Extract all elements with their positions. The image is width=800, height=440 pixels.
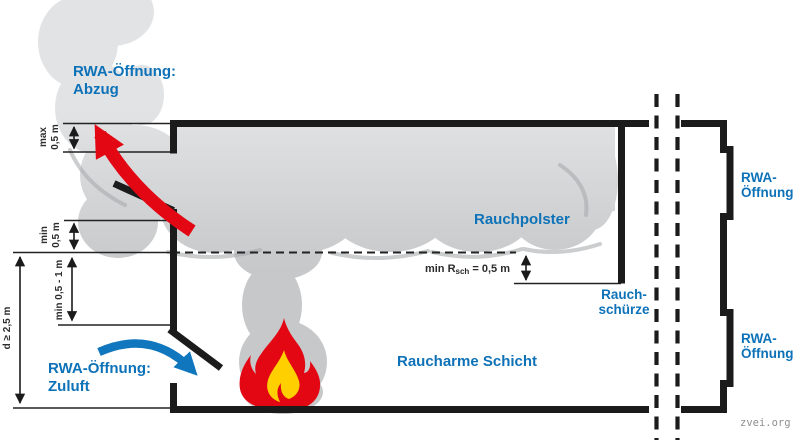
inlet-opening-label-line2: Zuluft [48,378,90,395]
dim-min-value: 0,5 m [51,222,62,248]
section-break-lines [654,94,680,440]
exhaust-opening-label-line2: Abzug [73,81,119,98]
rwa-opening-top-line2: Öffnung [741,185,794,200]
inlet-flap [167,326,224,371]
dim-min-word: min [39,226,50,244]
smoke-curtain-label-line1: Rauch- [601,287,647,302]
watermark-text: zvei.org [740,417,791,429]
rwa-opening-bottom-line1: RWA- [741,331,777,346]
inlet-opening-label-line1: RWA-Öffnung: [48,360,152,377]
dim-rsch-prefix: min R [424,263,456,275]
smoke-layer-label: Rauchpolster [474,211,570,228]
floor-left [170,383,649,413]
inlet-arrow [97,339,198,376]
dim-rsch-subscript: sch [455,267,470,276]
exhaust-arrow [94,124,196,237]
dim-room-height: d ≥ 2,5 m [2,306,13,350]
roof-right-wall-floor [681,120,734,413]
rwa-opening-top-label: RWA- Öffnung [741,170,793,200]
dimension-arrows [14,125,532,405]
rwa-opening-bottom-label: RWA- Öffnung [741,331,793,361]
low-smoke-layer-label: Raucharme Schicht [397,353,538,370]
exhaust-opening-label-line1: RWA-Öffnung: [73,63,177,80]
dim-max-05m: max 0,5 m [38,117,62,157]
smoke-curtain-label-line2: schürze [598,302,650,317]
dim-max-value: 0,5 m [50,124,61,150]
dim-min-05-1m: min 0,5 - 1 m [54,259,65,321]
smoke-curtain-label: Rauch- schürze [594,287,654,317]
dim-max-word: max [38,127,49,148]
flame-inner [267,350,300,402]
inlet-opening-label: RWA-Öffnung: Zuluft [48,360,151,396]
dim-rsch-suffix: = 0,5 m [469,263,510,275]
exhaust-opening-label: RWA-Öffnung: Abzug [73,63,176,99]
rwa-opening-top-line1: RWA- [741,170,777,185]
rwa-opening-bottom-line2: Öffnung [741,346,794,361]
fire-icon [239,318,321,409]
dim-rsch: min Rsch = 0,5 m [398,263,510,276]
dim-min-05m: min 0,5 m [39,215,63,255]
